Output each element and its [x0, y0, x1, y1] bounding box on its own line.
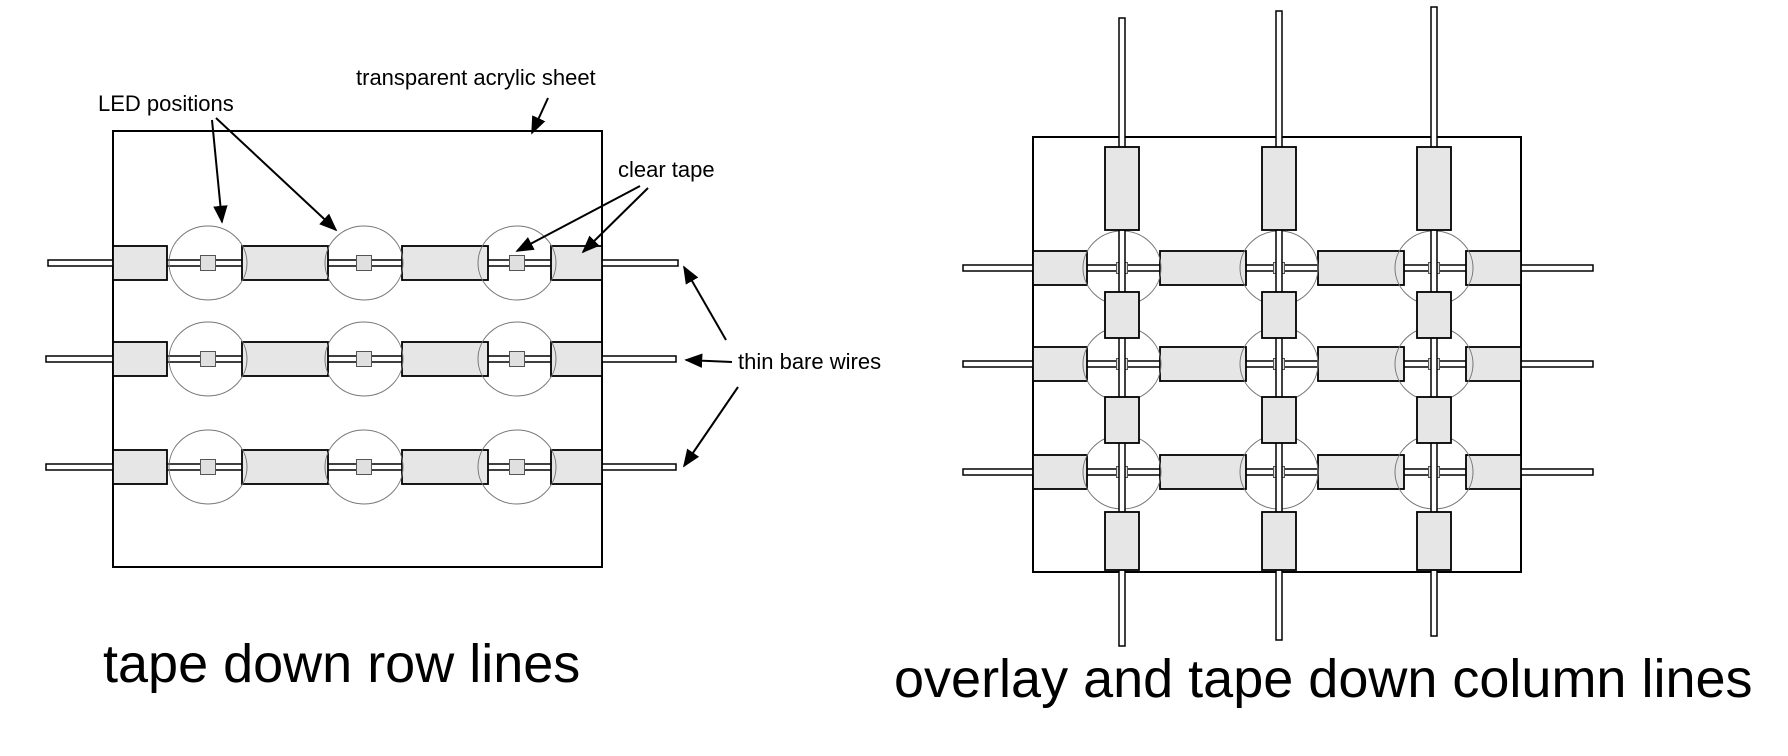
led-positions-arrow-1: [211, 119, 228, 224]
row-clear-tape-strip: [1465, 346, 1522, 382]
left-caption: tape down row lines: [103, 634, 580, 694]
led-position-outline: [477, 321, 557, 397]
clear-tape-strip: [401, 341, 489, 377]
led-positions-arrow-2: [215, 117, 338, 232]
led-chip: [356, 255, 372, 271]
row-clear-tape-strip: [1159, 250, 1247, 286]
clear-tape-strip: [401, 245, 489, 281]
led-chip: [509, 255, 525, 271]
led-chip: [200, 255, 216, 271]
column-clear-tape-strip: [1104, 291, 1140, 339]
column-clear-tape-strip: [1261, 511, 1297, 571]
column-clear-tape-strip: [1104, 396, 1140, 444]
led-position-outline: [324, 225, 404, 301]
led-position-outline: [324, 429, 404, 505]
wires-arrow-bottom: [682, 386, 739, 468]
column-clear-tape-strip: [1416, 511, 1452, 571]
column-clear-tape-strip: [1416, 291, 1452, 339]
column-clear-tape-strip: [1416, 146, 1452, 231]
clear-tape-label: clear tape: [618, 157, 715, 182]
clear-tape-strip: [550, 449, 603, 485]
acrylic-sheet: [112, 130, 603, 568]
column-lines-panel: overlay and tape down column lines: [894, 6, 1753, 709]
acrylic-sheet-arrow: [531, 97, 549, 135]
row-lines-panel: LED positions transparent acrylic sheet …: [45, 65, 881, 694]
clear-tape-strip: [241, 449, 329, 485]
column-clear-tape-strip: [1261, 396, 1297, 444]
column-clear-tape-strip: [1416, 396, 1452, 444]
column-clear-tape-strip: [1104, 511, 1140, 571]
led-position-outline: [168, 225, 248, 301]
led-chip: [509, 351, 525, 367]
clear-tape-arrow-1: [515, 185, 641, 252]
led-chip: [200, 351, 216, 367]
wires-arrow-top: [683, 265, 727, 341]
row-clear-tape-strip: [1159, 454, 1247, 490]
row-clear-tape-strip: [1465, 454, 1522, 490]
column-clear-tape-strip: [1261, 146, 1297, 231]
clear-tape-strip: [112, 449, 168, 485]
clear-tape-strip: [112, 245, 168, 281]
right-caption: overlay and tape down column lines: [894, 649, 1753, 709]
row-clear-tape-strip: [1465, 250, 1522, 286]
row-clear-tape-strip: [1032, 454, 1088, 490]
clear-tape-strip: [241, 245, 329, 281]
clear-tape-strip: [550, 245, 603, 281]
wires-arrow-middle: [684, 353, 733, 368]
column-clear-tape-strip: [1261, 291, 1297, 339]
led-position-outline: [477, 225, 557, 301]
row-clear-tape-strip: [1159, 346, 1247, 382]
clear-tape-strip: [112, 341, 168, 377]
row-wire-group: [45, 225, 679, 505]
clear-tape-strip: [550, 341, 603, 377]
row-and-column-wire-group: [962, 6, 1594, 647]
led-positions-label: LED positions: [98, 91, 234, 116]
row-clear-tape-strip: [1317, 454, 1405, 490]
led-chip: [509, 459, 525, 475]
led-position-outline: [168, 321, 248, 397]
row-clear-tape-strip: [1317, 346, 1405, 382]
acrylic-sheet-label: transparent acrylic sheet: [356, 65, 596, 90]
led-chip: [356, 351, 372, 367]
led-position-outline: [477, 429, 557, 505]
led-position-outline: [324, 321, 404, 397]
column-clear-tape-strip: [1104, 146, 1140, 231]
led-chip: [200, 459, 216, 475]
row-clear-tape-strip: [1032, 250, 1088, 286]
row-clear-tape-strip: [1032, 346, 1088, 382]
clear-tape-arrow-2: [581, 187, 649, 254]
clear-tape-strip: [401, 449, 489, 485]
clear-tape-strip: [241, 341, 329, 377]
thin-bare-wires-label: thin bare wires: [738, 349, 881, 374]
row-clear-tape-strip: [1317, 250, 1405, 286]
led-position-outline: [168, 429, 248, 505]
led-chip: [356, 459, 372, 475]
